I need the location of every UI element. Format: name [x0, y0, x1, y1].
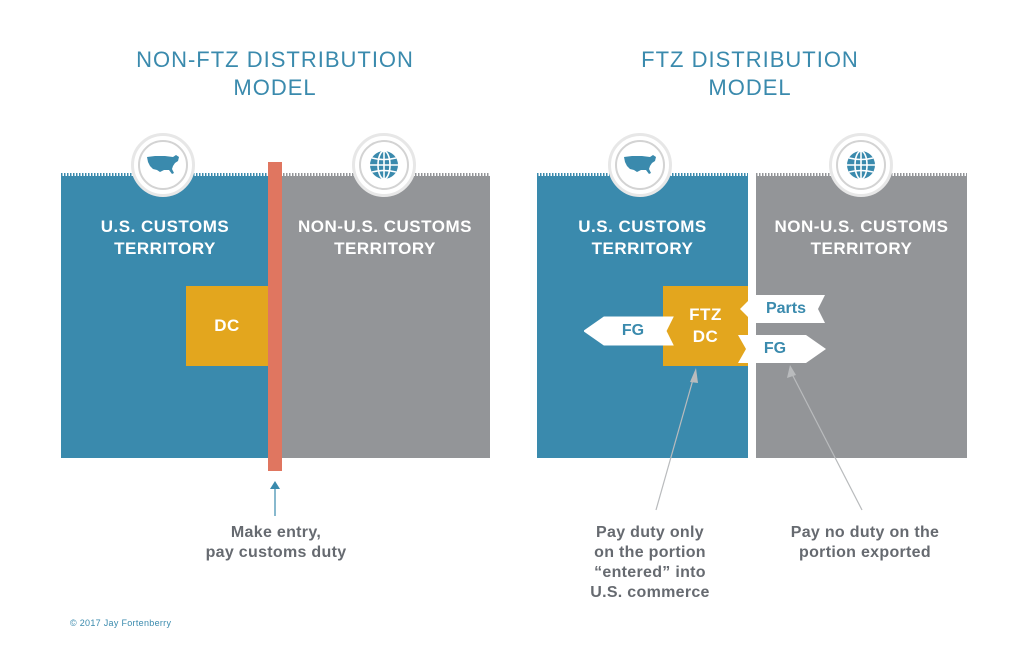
right-caption-left-line2: on the portion [594, 544, 706, 561]
right-dc-line1: FTZ [689, 305, 722, 324]
customs-border-line [268, 162, 282, 471]
parts-label: Parts [765, 300, 807, 317]
right-caption-left-line4: U.S. commerce [590, 584, 710, 601]
right-caption-left-line3: “entered” into [594, 564, 706, 581]
left-caption-line1: Make entry, [230, 524, 322, 541]
left-us-icon-circle [131, 133, 195, 197]
right-us-label-line2: TERRITORY [591, 239, 694, 258]
right-us-label: U.S. CUSTOMS TERRITORY [537, 216, 748, 260]
globe-icon [370, 150, 398, 180]
fg-right-arrow-tag [738, 335, 826, 363]
right-non-us-label-line2: TERRITORY [810, 239, 913, 258]
parts-arrow-tag [740, 295, 825, 323]
right-us-icon-circle [608, 133, 672, 197]
usa-map-icon [624, 155, 656, 174]
left-us-label: U.S. CUSTOMS TERRITORY [61, 216, 269, 260]
left-non-us-label: NON-U.S. CUSTOMS TERRITORY [280, 216, 490, 260]
right-title-line1: FTZ DISTRIBUTION [641, 47, 859, 72]
left-caption-line2: pay customs duty [205, 544, 347, 561]
left-title-line1: NON-FTZ DISTRIBUTION [136, 47, 414, 72]
left-dc-box: DC [186, 286, 268, 366]
right-non-us-label-line1: NON-U.S. CUSTOMS [774, 217, 949, 236]
right-pointer-lines [655, 365, 863, 511]
left-us-label-line1: U.S. CUSTOMS [100, 217, 230, 236]
right-caption-left-line1: Pay duty only [596, 524, 704, 541]
fg-left-arrow-tag [584, 316, 674, 346]
right-caption-right-line2: portion exported [799, 544, 931, 561]
right-model-title: FTZ DISTRIBUTION MODEL [585, 46, 915, 102]
right-dc-line2: DC [692, 327, 719, 346]
left-non-us-label-line1: NON-U.S. CUSTOMS [298, 217, 472, 236]
fg-left-label: FG [621, 322, 645, 339]
right-ftz-dc-box: FTZ DC [663, 286, 748, 366]
right-us-label-line1: U.S. CUSTOMS [578, 217, 707, 236]
globe-icon [847, 150, 875, 180]
left-non-us-label-line2: TERRITORY [334, 239, 436, 258]
left-caption-arrow [270, 481, 280, 516]
left-globe-icon-circle [352, 133, 416, 197]
right-globe-icon-circle [829, 133, 893, 197]
fg-right-label: FG [763, 340, 787, 357]
right-caption-left: Pay duty only on the portion “entered” i… [555, 523, 745, 603]
right-title-line2: MODEL [708, 75, 792, 100]
left-title-line2: MODEL [233, 75, 317, 100]
usa-map-icon [147, 155, 179, 174]
left-caption: Make entry, pay customs duty [160, 523, 392, 563]
left-non-us-territory [280, 176, 490, 458]
right-caption-right: Pay no duty on the portion exported [760, 523, 970, 563]
left-model-title: NON-FTZ DISTRIBUTION MODEL [110, 46, 440, 102]
left-dc-label: DC [214, 316, 240, 335]
right-caption-right-line1: Pay no duty on the [790, 524, 940, 541]
copyright-text: © 2017 Jay Fortenberry [70, 618, 172, 628]
left-us-label-line2: TERRITORY [114, 239, 216, 258]
right-non-us-label: NON-U.S. CUSTOMS TERRITORY [756, 216, 967, 260]
